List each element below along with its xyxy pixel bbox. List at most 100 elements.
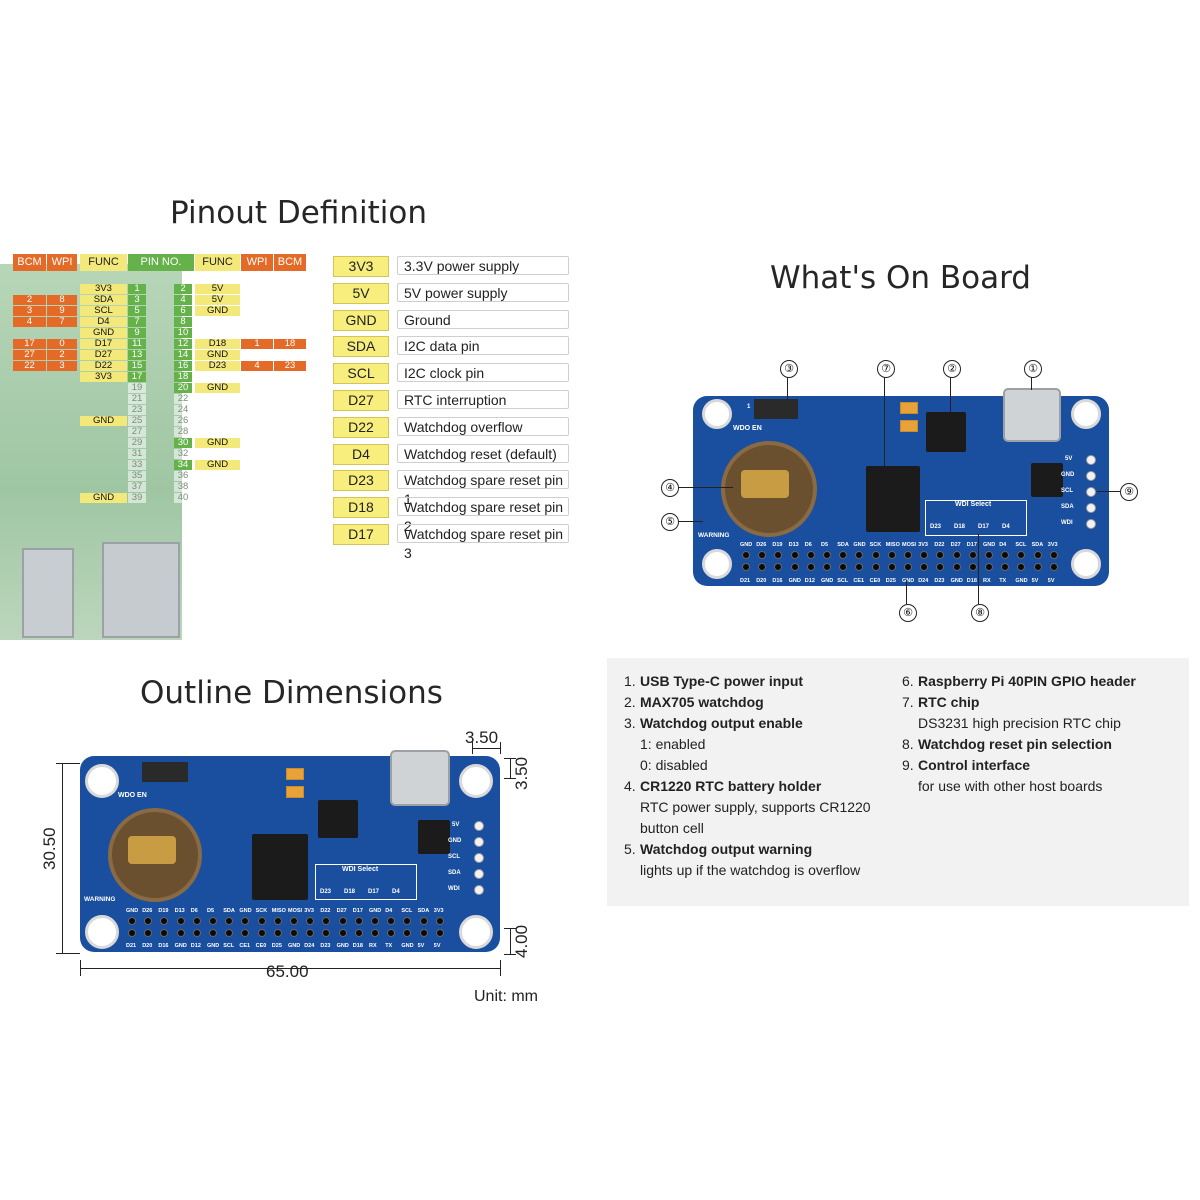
feature-item: 6.Raspberry Pi 40PIN GPIO header bbox=[902, 671, 1136, 692]
header-top-label: D19 bbox=[772, 542, 783, 548]
dim-header-pin bbox=[306, 929, 315, 937]
header-pin bbox=[1017, 551, 1026, 559]
bcm-left-cell: 17 bbox=[13, 339, 46, 349]
header-bottom-label: GND bbox=[821, 578, 834, 584]
header-pin bbox=[742, 563, 750, 571]
dim-header-pin bbox=[257, 917, 266, 925]
legend-key: D18 bbox=[333, 497, 389, 519]
header-bottom-label: D20 bbox=[756, 578, 767, 584]
feature-number: 5. bbox=[624, 841, 636, 857]
feature-number: 2. bbox=[624, 694, 636, 710]
legend-description: I2C clock pin bbox=[397, 363, 569, 383]
header-bcm-left: BCM bbox=[13, 254, 46, 271]
dim-header-top-label: MISO bbox=[271, 908, 286, 914]
dim-header-bottom-label: 5V bbox=[417, 943, 425, 949]
dim-header-pin bbox=[209, 917, 217, 925]
func-right-cell: 5V bbox=[195, 284, 240, 294]
legend-key: 5V bbox=[333, 282, 389, 304]
pin-number-right: 28 bbox=[174, 427, 192, 437]
dim-header-bottom-label: SCL bbox=[223, 943, 235, 949]
feature-detail: lights up if the watchdog is overflow bbox=[640, 862, 861, 878]
legend-key: 3V3 bbox=[333, 256, 389, 277]
dim-header-pin bbox=[354, 917, 363, 925]
dim-header-bottom-label: D18 bbox=[352, 943, 363, 949]
pin-number-right: 30 bbox=[174, 438, 192, 448]
header-bottom-label: 5V bbox=[1047, 578, 1055, 584]
dim-header-bottom-label: GND bbox=[207, 943, 220, 949]
side-pin-hole bbox=[1086, 455, 1096, 465]
dim-header-top-label: GND bbox=[126, 908, 139, 914]
feature-item: 7.RTC chip bbox=[902, 692, 1136, 713]
pin-number-left: 25 bbox=[128, 416, 146, 426]
header-bottom-label: CE1 bbox=[853, 578, 865, 584]
header-top-label: MOSI bbox=[902, 542, 917, 548]
dim-wdi-pin-label: D4 bbox=[392, 889, 400, 895]
callout-marker: ④ bbox=[661, 479, 679, 497]
feature-title: Watchdog output warning bbox=[640, 841, 813, 857]
header-pin bbox=[1001, 563, 1010, 571]
bcm-left-cell: 3 bbox=[13, 306, 46, 316]
dim-header-pin bbox=[273, 917, 282, 925]
header-pin bbox=[806, 563, 815, 571]
func-left-cell: SCL bbox=[80, 306, 127, 316]
header-pin bbox=[871, 551, 880, 559]
dim-side-pin-hole bbox=[474, 869, 484, 879]
dim-header-top-label: 3V3 bbox=[433, 908, 444, 914]
dim-header-bottom-label: D21 bbox=[126, 943, 137, 949]
callout-line bbox=[906, 580, 907, 604]
header-bottom-label: D21 bbox=[740, 578, 751, 584]
dim-header-bottom-label: GND bbox=[336, 943, 349, 949]
header-pin bbox=[823, 563, 831, 571]
header-top-label: D27 bbox=[950, 542, 961, 548]
pin-number-left: 11 bbox=[128, 339, 146, 349]
header-pin bbox=[1049, 551, 1058, 559]
header-top-label: SDA bbox=[837, 542, 849, 548]
dim-side-pin-hole bbox=[474, 885, 484, 895]
legend-key: D23 bbox=[333, 470, 389, 492]
feature-number: 9. bbox=[902, 757, 914, 773]
header-top-label: D17 bbox=[966, 542, 977, 548]
feature-number: 7. bbox=[902, 694, 914, 710]
callout-line bbox=[677, 487, 733, 488]
header-pin bbox=[920, 551, 929, 559]
header-pin bbox=[1001, 551, 1010, 559]
header-pin bbox=[790, 563, 799, 571]
legend-description: Watchdog spare reset pin 1 bbox=[397, 470, 569, 507]
warning-label: WARNING bbox=[698, 532, 730, 539]
dim-side-pin-label: GND bbox=[448, 838, 462, 844]
header-bottom-label: RX bbox=[983, 578, 991, 584]
pin-number-right: 22 bbox=[174, 394, 192, 404]
func-left-cell: GND bbox=[80, 328, 127, 338]
header-bottom-label: GND bbox=[1015, 578, 1028, 584]
header-pin bbox=[855, 563, 864, 571]
feature-detail: button cell bbox=[640, 820, 704, 836]
callout-marker: ② bbox=[943, 360, 961, 378]
ethernet-port-image bbox=[102, 542, 180, 638]
feature-detail: 1: enabled bbox=[640, 736, 706, 752]
pin-number-left: 37 bbox=[128, 482, 146, 492]
dim-header-pin bbox=[176, 917, 185, 925]
dim-header-pin bbox=[419, 917, 428, 925]
dim-header-top-label: SCK bbox=[255, 908, 268, 914]
header-bottom-label: GND bbox=[902, 578, 915, 584]
feature-detail: 0: disabled bbox=[640, 757, 708, 773]
header-pin bbox=[985, 563, 993, 571]
dim-header-pin bbox=[338, 929, 347, 937]
dim-header-top-label: SCL bbox=[401, 908, 413, 914]
header-top-label: D26 bbox=[756, 542, 767, 548]
dim-header-bottom-label: CE0 bbox=[255, 943, 267, 949]
dim-header-pin bbox=[371, 929, 379, 937]
header-wpi-left: WPI bbox=[47, 254, 77, 271]
header-pin bbox=[985, 551, 993, 559]
wdi-pin-label: D17 bbox=[978, 524, 990, 530]
dim-wdi-pin-label: D17 bbox=[368, 889, 380, 895]
legend-key: D22 bbox=[333, 416, 389, 438]
func-right-cell: GND bbox=[195, 460, 240, 470]
feature-detail: for use with other host boards bbox=[918, 778, 1103, 794]
dim-warning-label: WARNING bbox=[84, 896, 116, 903]
dim-header-pin bbox=[435, 917, 444, 925]
